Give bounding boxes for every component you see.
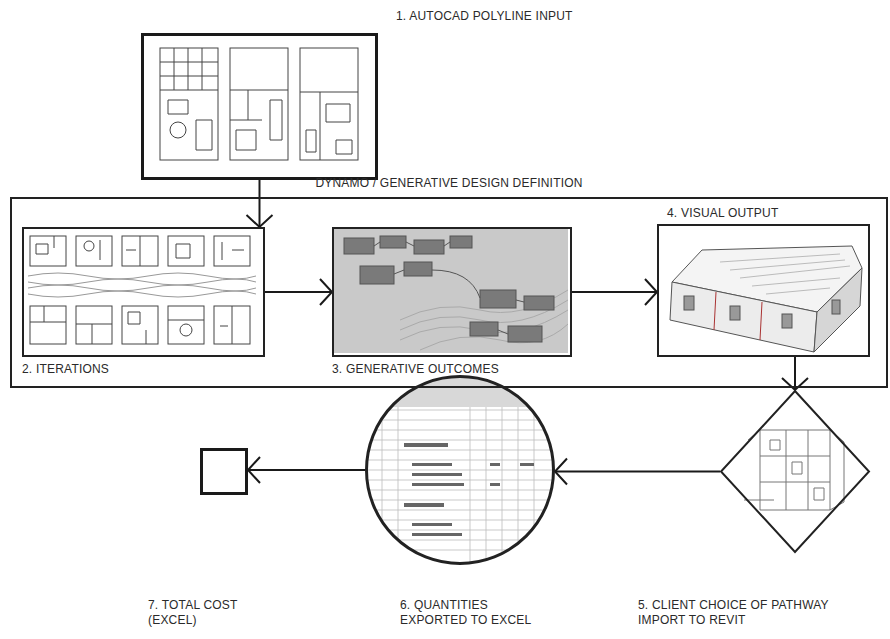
- flow-arrow: [247, 180, 273, 227]
- excel-circle: 6. QUANTITIES EXPORTED TO EXCEL: [365, 375, 555, 565]
- chevron-head: [247, 215, 273, 227]
- flow-arrow: [265, 279, 332, 305]
- chevron-head: [782, 378, 808, 390]
- node-label: 7. TOTAL COST (EXCEL): [148, 598, 260, 628]
- iteration-thumbnails: [28, 236, 256, 344]
- dynamo-graph-screenshot: [332, 227, 568, 353]
- node-label: 2. ITERATIONS: [22, 362, 109, 377]
- house-3d-model: [670, 246, 862, 352]
- connector-line: [555, 471, 720, 473]
- connector-line: [265, 291, 332, 293]
- node-label: DYNAMO / GENERATIVE DESIGN DEFINITION: [10, 176, 888, 191]
- connector-line: [794, 357, 796, 390]
- chevron-head: [248, 457, 260, 483]
- node-label: 6. QUANTITIES EXPORTED TO EXCEL: [400, 598, 550, 628]
- diamond-outline: [720, 390, 870, 553]
- connector-line: [259, 180, 261, 227]
- node-label: 5. CLIENT CHOICE OF PATHWAY IMPORT TO RE…: [638, 598, 838, 628]
- chevron-head: [645, 279, 657, 305]
- building-sketch: [744, 430, 844, 510]
- spreadsheet-image: [365, 375, 555, 565]
- iterations-box: 2. ITERATIONS: [22, 227, 265, 357]
- connector-line: [248, 469, 365, 471]
- circle-outline: [365, 375, 555, 565]
- visual-output-box: 4. VISUAL OUTPUT: [657, 224, 870, 357]
- flow-arrow: [555, 459, 720, 485]
- flow-arrow: [782, 357, 808, 390]
- definition-band: DYNAMO / GENERATIVE DESIGN DEFINITION2. …: [10, 197, 888, 388]
- node-label: 4. VISUAL OUTPUT: [667, 206, 778, 221]
- flow-arrow: [248, 457, 365, 483]
- chevron-head: [555, 459, 567, 485]
- input-box: 1. AUTOCAD POLYLINE INPUT: [141, 33, 378, 180]
- flow-arrow: [572, 279, 657, 305]
- decision-diamond: 5. CLIENT CHOICE OF PATHWAY IMPORT TO RE…: [720, 390, 870, 553]
- connector-line: [572, 291, 657, 293]
- outcomes-box: 3. GENERATIVE OUTCOMES: [332, 227, 572, 357]
- node-label: 3. GENERATIVE OUTCOMES: [332, 362, 499, 377]
- chevron-head: [320, 279, 332, 305]
- node-label: 1. AUTOCAD POLYLINE INPUT: [396, 9, 573, 24]
- total-cost-box: 7. TOTAL COST (EXCEL): [200, 448, 248, 495]
- floorplan-drawing: [160, 48, 358, 160]
